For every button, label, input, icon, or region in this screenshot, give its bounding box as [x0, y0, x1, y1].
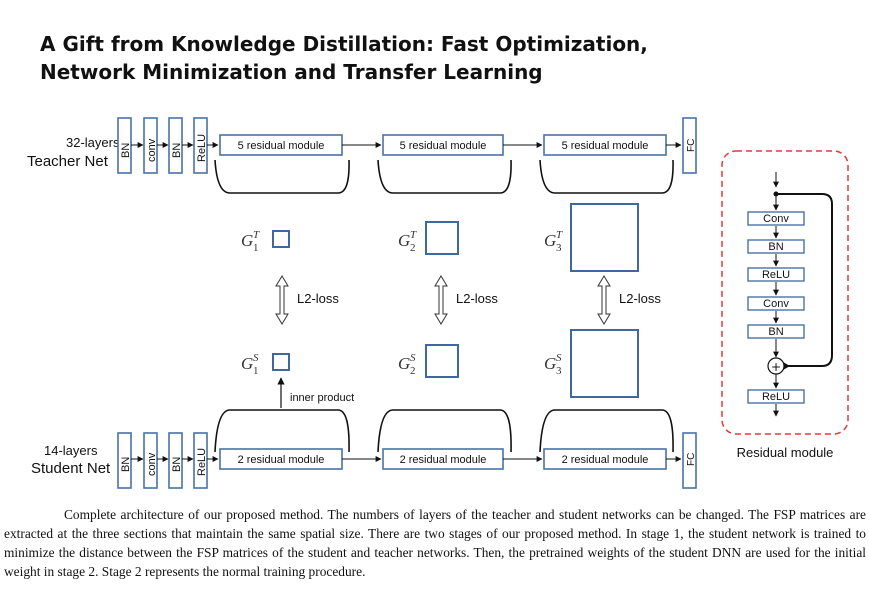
fsp-teacher-2-sub: 2	[410, 242, 416, 254]
student-layer-bn-1: BN	[120, 457, 132, 472]
fsp-student-1-base: G	[241, 354, 253, 373]
residual-module-panel: Conv BN ReLU Conv BN + ReLU	[721, 150, 849, 435]
student-module-1-label: 2 residual module	[238, 454, 325, 466]
l2-loss-label-1: L2-loss	[297, 291, 339, 306]
teacher-layer-conv: conv	[146, 138, 158, 162]
title-line-2: Network Minimization and Transfer Learni…	[40, 60, 543, 84]
student-module-3-label: 2 residual module	[562, 454, 649, 466]
title-line-1: A Gift from Knowledge Distillation: Fast…	[40, 32, 648, 56]
teacher-module-1-label: 5 residual module	[238, 140, 325, 152]
teacher-layer-bn-2: BN	[171, 143, 183, 158]
fsp-student-1: G S 1	[241, 352, 290, 377]
student-label-line-2: Student Net	[31, 460, 111, 477]
student-layer-conv: conv	[146, 452, 158, 476]
l2-loss-2: L2-loss	[434, 275, 498, 325]
sum-symbol: +	[771, 360, 781, 374]
fsp-teacher-2-sup: T	[410, 229, 417, 241]
fsp-student-2: G S 2	[398, 344, 459, 378]
fsp-student-3: G S 3	[544, 329, 639, 398]
student-layer-bn-2: BN	[171, 457, 183, 472]
fsp-teacher-3-base: G	[544, 231, 556, 250]
figure-caption: Complete architecture of our proposed me…	[4, 505, 866, 581]
teacher-input-layers: BN conv BN ReLU	[117, 117, 219, 174]
residual-layer-bn-2: BN	[768, 326, 783, 338]
caption-text: Complete architecture of our proposed me…	[4, 507, 866, 579]
student-fc-label: FC	[686, 453, 697, 466]
fsp-teacher-2: G T 2	[398, 221, 459, 255]
fsp-teacher-1-sup: T	[253, 229, 260, 241]
inner-product-label: inner product	[290, 392, 354, 404]
teacher-modules: 5 residual module 5 residual module 5 re…	[214, 117, 697, 194]
fsp-teacher-1-base: G	[241, 231, 253, 250]
fsp-student-3-sub: 3	[556, 365, 562, 377]
figure-title: A Gift from Knowledge Distillation: Fast…	[40, 30, 648, 86]
student-modules: 2 residual module 2 residual module 2 re…	[214, 409, 697, 489]
fsp-teacher-2-base: G	[398, 231, 410, 250]
residual-layer-relu-out: ReLU	[762, 391, 790, 403]
student-label-line-1: 14-layers	[44, 443, 98, 458]
fsp-teacher-1-sub: 1	[253, 242, 259, 254]
student-module-2-label: 2 residual module	[400, 454, 487, 466]
fsp-teacher-1: G T 1	[241, 229, 290, 254]
fsp-student-3-base: G	[544, 354, 556, 373]
teacher-layer-relu: ReLU	[196, 134, 208, 162]
fsp-teacher-3: G T 3	[544, 203, 639, 272]
residual-module-label: Residual module	[737, 445, 834, 460]
residual-layer-relu-1: ReLU	[762, 269, 790, 281]
fsp-student-2-sup: S	[410, 352, 416, 364]
student-layer-relu: ReLU	[196, 448, 208, 476]
teacher-label-line-2: Teacher Net	[27, 153, 109, 170]
residual-layer-bn-1: BN	[768, 241, 783, 253]
l2-loss-3: L2-loss	[597, 275, 661, 325]
teacher-layer-bn-1: BN	[120, 143, 132, 158]
fsp-student-2-sub: 2	[410, 365, 416, 377]
fsp-student-2-base: G	[398, 354, 410, 373]
l2-loss-label-2: L2-loss	[456, 291, 498, 306]
teacher-fc-label: FC	[686, 139, 697, 152]
architecture-diagram: 32-layers Teacher Net BN conv BN ReLU 5 …	[27, 117, 849, 489]
fsp-student-3-sup: S	[556, 352, 562, 364]
fsp-teacher-3-sup: T	[556, 229, 563, 241]
student-input-layers: BN conv BN ReLU	[117, 432, 219, 489]
fsp-student-1-sub: 1	[253, 365, 259, 377]
fsp-teacher-3-sub: 3	[556, 242, 562, 254]
teacher-module-2-label: 5 residual module	[400, 140, 487, 152]
residual-layer-conv-1: Conv	[763, 213, 789, 225]
fsp-student-1-sup: S	[253, 352, 259, 364]
teacher-module-3-label: 5 residual module	[562, 140, 649, 152]
l2-loss-label-3: L2-loss	[619, 291, 661, 306]
l2-loss-1: L2-loss	[275, 275, 339, 325]
residual-layer-conv-2: Conv	[763, 298, 789, 310]
teacher-label-line-1: 32-layers	[66, 135, 120, 150]
